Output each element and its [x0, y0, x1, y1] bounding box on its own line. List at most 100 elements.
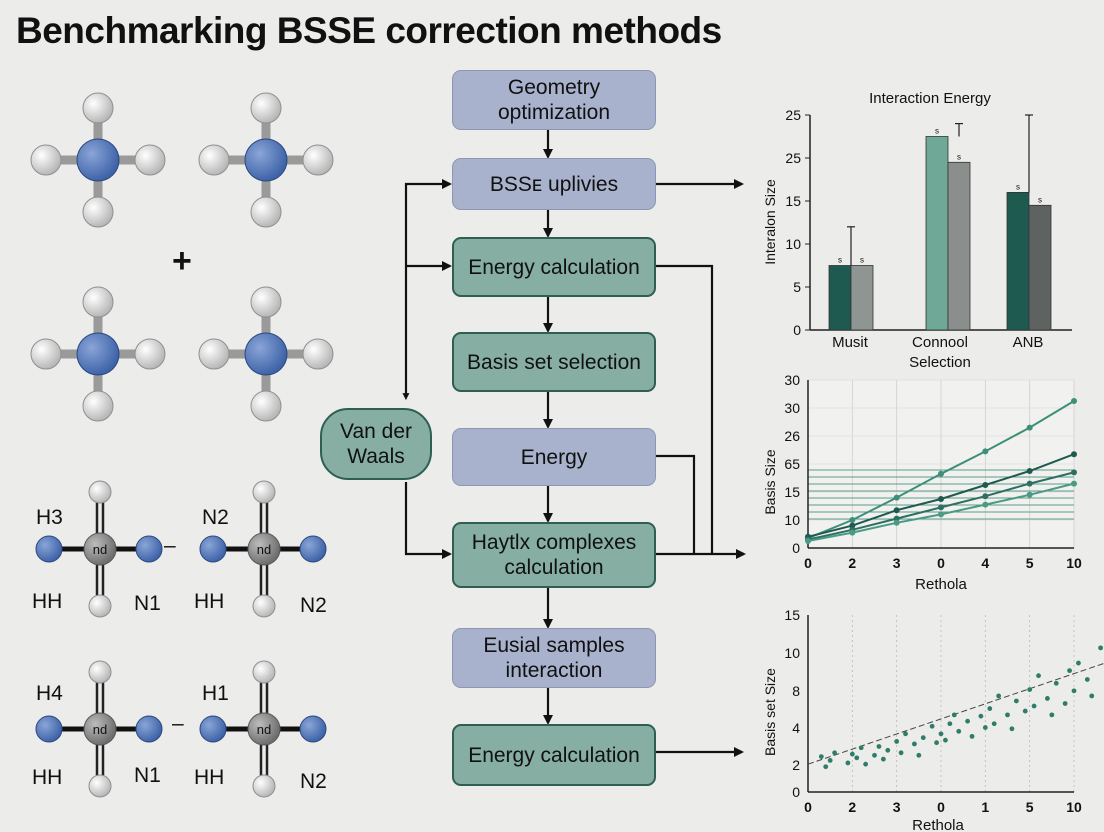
line-point: [893, 519, 900, 526]
nitrogen-atom: [35, 535, 63, 563]
line-y-tick-label: 0: [792, 540, 800, 556]
scatter-point: [823, 764, 829, 770]
scatter-point: [938, 731, 944, 737]
scatter-point: [876, 744, 882, 749]
hydrogen-atom: [88, 660, 112, 684]
nitrogen-atom: [199, 535, 227, 563]
nitrogen-atom: [244, 138, 288, 182]
central-atom-label: nd: [93, 722, 107, 737]
scatter-point: [1005, 712, 1010, 718]
scatter-point: [1013, 698, 1019, 704]
line-x-tick-label: 4: [981, 555, 989, 571]
basis-set-selection-box: Basis set selection: [452, 332, 656, 392]
line-point: [938, 504, 944, 511]
line-x-tick-label: 3: [893, 555, 901, 571]
scatter-point: [885, 747, 891, 753]
scatter-point: [1031, 703, 1037, 709]
scatter-y-tick-label: 15: [784, 607, 800, 623]
scatter-y-tick-label: 4: [792, 720, 800, 736]
scatter-point: [947, 721, 953, 727]
line-point: [938, 470, 944, 477]
bar-category-label: ANB: [1013, 334, 1044, 351]
scatter-y-tick-label: 8: [792, 683, 800, 699]
bar-y-tick-label: 25: [785, 107, 801, 123]
scatter-point: [1053, 680, 1059, 686]
scatter-point: [982, 725, 988, 730]
scatter-point: [996, 693, 1002, 699]
line-x-tick-label: 0: [804, 555, 812, 571]
line-point: [1071, 451, 1077, 458]
line-point: [982, 493, 989, 500]
line-point: [893, 515, 900, 522]
scatter-point: [1022, 708, 1028, 714]
hydrogen-atom: [250, 390, 282, 422]
label-hh-1: HH: [32, 590, 63, 613]
line-point: [938, 496, 944, 502]
line-x-axis-label: Rethola: [915, 576, 967, 593]
scatter-point: [943, 737, 948, 743]
label-h1: H1: [202, 682, 229, 705]
label-n2-top: N2: [202, 506, 229, 529]
line-point: [849, 517, 856, 523]
arrow-loop-bottom: [404, 482, 452, 559]
line-y-tick-label: 26: [784, 428, 800, 444]
scatter-point: [929, 723, 935, 729]
energy-calculation-box-1: Energy calculation: [452, 237, 656, 297]
scatter-point: [1076, 660, 1081, 666]
label-h4: H4: [36, 682, 63, 705]
bar-y-axis-label: Interalon Size: [762, 179, 778, 265]
scatter-point: [898, 750, 904, 756]
line-point: [1071, 469, 1077, 476]
line-point: [1026, 480, 1033, 487]
scatter-x-tick-label: 2: [848, 799, 856, 815]
line-point: [893, 494, 900, 501]
scatter-point: [832, 750, 837, 756]
bar-label: s: [935, 127, 939, 136]
scatter-point: [987, 706, 993, 711]
scatter-x-tick-label: 0: [804, 799, 812, 815]
line-y-tick-label: 15: [784, 484, 800, 500]
central-atom: [83, 712, 117, 746]
bsse-box: BSSᴇ uplivies: [452, 158, 656, 210]
scatter-x-tick-label: 1: [981, 799, 989, 815]
hydrogen-atom: [252, 594, 276, 618]
label-n1-2: N1: [134, 764, 161, 787]
hydrogen-atom: [88, 480, 112, 504]
scatter-x-tick-label: 10: [1066, 799, 1082, 815]
scatter-point: [1045, 696, 1050, 701]
line-point: [849, 522, 856, 529]
scatter-point: [1067, 668, 1072, 674]
bar: [1028, 204, 1052, 331]
page-title: Benchmarking BSSE correction methods: [16, 10, 722, 51]
label-n1-1: N1: [134, 592, 161, 615]
nitrogen-atom: [76, 138, 120, 182]
bar-y-tick-label: 15: [785, 193, 801, 209]
line-y-axis-label: Basis Size: [762, 449, 778, 515]
central-atom: [247, 532, 281, 566]
scatter-point: [1098, 645, 1103, 651]
hydrogen-atom: [82, 196, 114, 228]
line-point: [849, 529, 856, 536]
scatter-x-tick-label: 0: [937, 799, 945, 815]
scatter-y-tick-label: 2: [792, 757, 800, 773]
line-y-tick-label: 30: [784, 400, 800, 416]
hydrogen-atom: [134, 144, 166, 176]
hydrogen-atom: [82, 92, 114, 124]
hydrogen-atom: [250, 286, 282, 318]
scatter-point: [903, 731, 908, 737]
scatter-point: [872, 752, 877, 758]
bar: [850, 265, 874, 331]
bar-label: s: [1038, 195, 1042, 204]
label-hh-4: HH: [194, 766, 225, 789]
hydrogen-atom: [198, 338, 230, 370]
geometry-optimization-box: Geometry optimization: [452, 70, 656, 130]
scatter-point: [1036, 673, 1041, 679]
bar-y-tick-label: 25: [785, 150, 801, 166]
line-point: [1026, 424, 1033, 431]
hydrogen-atom: [302, 338, 334, 370]
label-n2-3: N2: [300, 770, 327, 793]
scatter-point: [951, 712, 957, 718]
bar: [1006, 191, 1030, 331]
scatter-point: [1089, 693, 1095, 699]
bar-category-label: Connool: [912, 334, 968, 351]
